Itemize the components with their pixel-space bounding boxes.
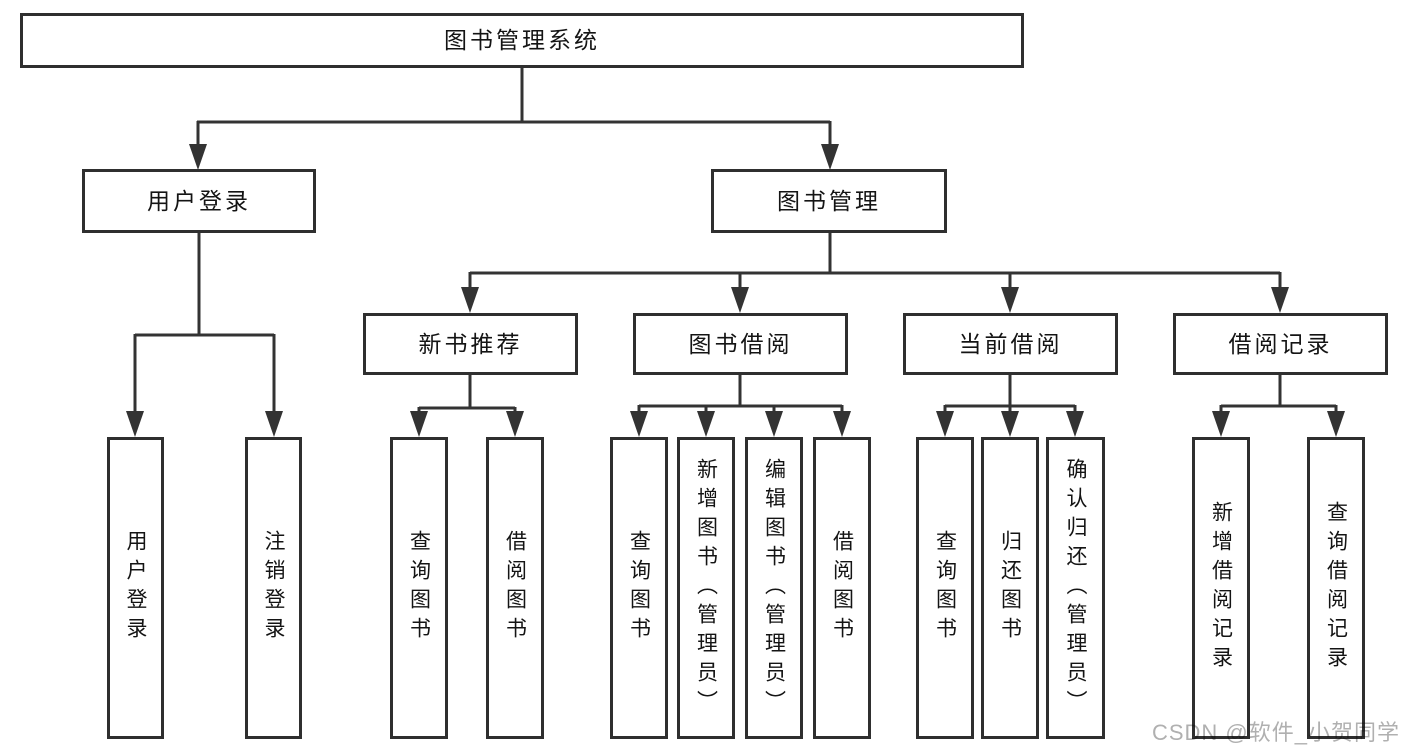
leaf-cb-return-books-label: 归还图书 bbox=[998, 530, 1022, 646]
node-book-management: 图书管理 bbox=[711, 169, 947, 233]
leaf-nb-query-books-label: 查询图书 bbox=[407, 530, 431, 646]
leaf-bb-edit-books-admin: 编辑图书（管理员） bbox=[745, 437, 803, 739]
leaf-bb-query-books-label: 查询图书 bbox=[627, 530, 651, 646]
leaf-user-login-label: 用户登录 bbox=[124, 530, 147, 646]
leaf-bb-add-books-admin: 新增图书（管理员） bbox=[677, 437, 735, 739]
leaf-bb-borrow-books-label: 借阅图书 bbox=[830, 530, 854, 646]
node-book-borrowing-label: 图书借阅 bbox=[688, 330, 793, 357]
node-borrowing-records-label: 借阅记录 bbox=[1228, 330, 1333, 357]
leaf-nb-borrow-books: 借阅图书 bbox=[486, 437, 544, 739]
node-new-book-recommendation: 新书推荐 bbox=[363, 313, 578, 375]
leaf-logout-label: 注销登录 bbox=[262, 530, 285, 646]
leaf-user-login: 用户登录 bbox=[107, 437, 164, 739]
leaf-cb-return-books: 归还图书 bbox=[981, 437, 1039, 739]
leaf-bb-add-books-admin-label: 新增图书（管理员） bbox=[694, 457, 718, 719]
arrowheads bbox=[126, 144, 1345, 437]
node-library-management-system-label: 图书管理系统 bbox=[444, 27, 600, 53]
leaf-br-add-record: 新增借阅记录 bbox=[1192, 437, 1250, 739]
leaf-nb-query-books: 查询图书 bbox=[390, 437, 448, 739]
leaf-br-add-record-label: 新增借阅记录 bbox=[1209, 501, 1233, 675]
node-library-management-system: 图书管理系统 bbox=[20, 13, 1024, 68]
leaf-cb-query-books: 查询图书 bbox=[916, 437, 974, 739]
leaf-cb-query-books-label: 查询图书 bbox=[933, 530, 957, 646]
node-book-borrowing: 图书借阅 bbox=[633, 313, 848, 375]
node-book-management-label: 图书管理 bbox=[777, 187, 881, 214]
connector-lines bbox=[133, 68, 1338, 414]
node-user-login: 用户登录 bbox=[82, 169, 316, 233]
leaf-cb-confirm-return-admin: 确认归还（管理员） bbox=[1046, 437, 1105, 739]
leaf-bb-query-books: 查询图书 bbox=[610, 437, 668, 739]
leaf-br-query-record: 查询借阅记录 bbox=[1307, 437, 1365, 739]
node-current-borrowing-label: 当前借阅 bbox=[958, 330, 1063, 357]
leaf-nb-borrow-books-label: 借阅图书 bbox=[503, 530, 527, 646]
leaf-br-query-record-label: 查询借阅记录 bbox=[1324, 501, 1348, 675]
node-borrowing-records: 借阅记录 bbox=[1173, 313, 1388, 375]
leaf-logout: 注销登录 bbox=[245, 437, 302, 739]
leaf-cb-confirm-return-admin-label: 确认归还（管理员） bbox=[1064, 457, 1087, 719]
leaf-bb-borrow-books: 借阅图书 bbox=[813, 437, 871, 739]
csdn-watermark: CSDN @软件_小贺同学 bbox=[1151, 720, 1400, 745]
node-user-login-label: 用户登录 bbox=[147, 187, 251, 214]
node-new-book-recommendation-label: 新书推荐 bbox=[418, 330, 523, 357]
node-current-borrowing: 当前借阅 bbox=[903, 313, 1118, 375]
leaf-bb-edit-books-admin-label: 编辑图书（管理员） bbox=[762, 457, 786, 719]
